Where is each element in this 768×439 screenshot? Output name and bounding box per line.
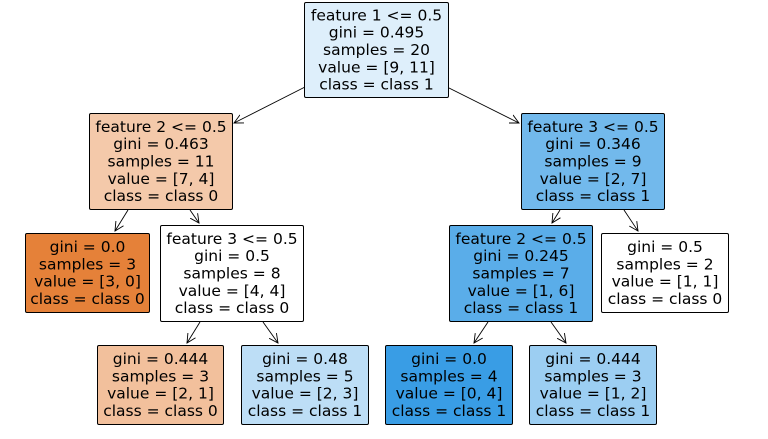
node-line: gini = 0.444: [545, 350, 641, 368]
node-line: gini = 0.48: [262, 350, 348, 368]
node-line: class = class 0: [103, 402, 218, 420]
node-box: [25, 233, 150, 313]
edge-n1-to-n3: [189, 209, 199, 223]
node-box: [385, 345, 513, 425]
edge-n1-to-n2: [115, 209, 129, 231]
node-line: samples = 4: [400, 367, 497, 385]
node-line: samples = 2: [616, 255, 713, 273]
node-box: [529, 345, 657, 425]
edge-n7-to-n8: [474, 321, 489, 343]
node-line: value = [2, 3]: [252, 385, 359, 403]
node-box: [241, 345, 369, 425]
node-line: value = [0, 4]: [396, 385, 503, 403]
node-line: class = class 1: [248, 402, 363, 420]
node-line: class = class 0: [30, 290, 145, 308]
node-box: [601, 233, 729, 313]
node-box: [521, 113, 665, 210]
node-line: class = class 1: [536, 187, 651, 205]
node-line: gini = 0.346: [545, 135, 641, 153]
node-line: feature 3 <= 0.5: [527, 118, 658, 136]
node-line: samples = 20: [323, 41, 430, 59]
node-line: gini = 0.495: [329, 24, 425, 42]
node-line: feature 3 <= 0.5: [166, 230, 297, 248]
node-line: gini = 0.245: [473, 247, 569, 265]
node-line: class = class 1: [392, 402, 507, 420]
node-line: value = [2, 1]: [107, 385, 214, 403]
node-box: [449, 225, 593, 322]
node-line: samples = 5: [256, 367, 353, 385]
node-line: gini = 0.463: [113, 135, 209, 153]
node-line: samples = 8: [183, 265, 280, 283]
node-line: value = [7, 4]: [108, 170, 215, 188]
node-line: class = class 0: [175, 299, 290, 317]
node-line: class = class 0: [104, 187, 219, 205]
node-line: gini = 0.0: [411, 350, 487, 368]
node-line: class = class 0: [608, 290, 723, 308]
node-line: samples = 3: [544, 367, 641, 385]
edge-n3-to-n5: [262, 321, 278, 343]
node-line: feature 1 <= 0.5: [311, 6, 442, 24]
node-line: gini = 0.5: [627, 238, 703, 256]
node-line: samples = 3: [39, 255, 136, 273]
edge-n0-to-n6: [446, 86, 519, 123]
node-line: samples = 9: [544, 153, 641, 171]
node-line: feature 2 <= 0.5: [95, 118, 226, 136]
edge-n7-to-n9: [550, 321, 566, 343]
node-line: value = [1, 6]: [468, 282, 575, 300]
node-line: value = [1, 2]: [540, 385, 647, 403]
node-line: value = [2, 7]: [540, 170, 647, 188]
node-line: gini = 0.5: [194, 247, 270, 265]
node-line: samples = 7: [472, 265, 569, 283]
node-box: [97, 345, 224, 425]
tree-edges: [115, 86, 638, 343]
node-line: gini = 0.0: [50, 238, 126, 256]
node-line: samples = 11: [108, 153, 215, 171]
edge-n6-to-n7: [552, 209, 560, 223]
node-line: gini = 0.444: [113, 350, 209, 368]
node-line: value = [1, 1]: [612, 273, 719, 291]
node-line: value = [9, 11]: [318, 58, 435, 76]
node-line: feature 2 <= 0.5: [455, 230, 586, 248]
node-line: class = class 1: [319, 76, 434, 94]
node-box: [89, 113, 233, 210]
edge-n0-to-n1: [234, 86, 306, 123]
node-line: samples = 3: [112, 367, 209, 385]
edge-n6-to-n10: [623, 209, 638, 231]
node-line: class = class 1: [536, 402, 651, 420]
node-line: value = [4, 4]: [179, 282, 286, 300]
node-line: class = class 1: [464, 299, 579, 317]
edge-n3-to-n4: [187, 321, 201, 343]
node-box: [304, 2, 449, 98]
node-line: value = [3, 0]: [34, 273, 141, 291]
node-box: [160, 225, 304, 322]
